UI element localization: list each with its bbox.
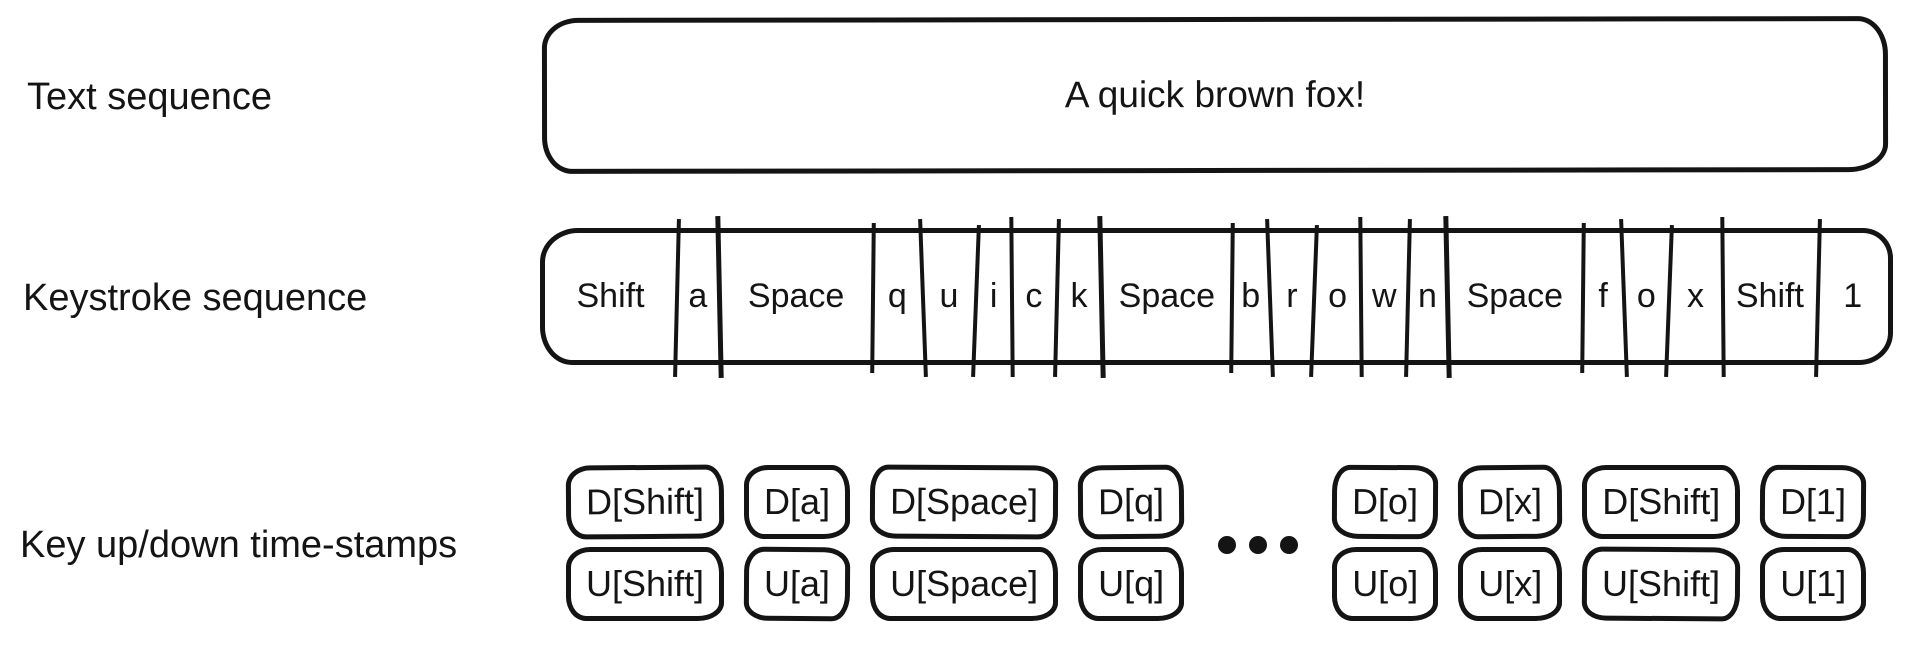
keyup-timestamp: U[q] — [1078, 547, 1185, 621]
keystroke-key-label: w — [1371, 277, 1397, 315]
timestamp-pair: D[1]U[1] — [1760, 464, 1867, 621]
keystroke-cell: Space — [1447, 222, 1586, 374]
timestamp-pair: D[a]U[a] — [743, 465, 851, 622]
dot — [1218, 536, 1237, 554]
keystroke-key-label: x — [1686, 277, 1704, 315]
keyup-timestamp: U[Shift] — [566, 547, 725, 621]
keystroke-key-label: b — [1241, 277, 1261, 315]
keystroke-cell: o — [1624, 224, 1674, 378]
keyup-timestamp: U[x] — [1458, 547, 1563, 621]
keydown-timestamp: D[o] — [1331, 464, 1439, 540]
keyup-timestamp: U[Space] — [870, 547, 1059, 621]
timestamp-pair: D[o]U[o] — [1331, 464, 1439, 621]
ellipsis-dots — [1218, 532, 1299, 554]
keystroke-cell: a — [676, 215, 724, 379]
keydown-timestamp: D[q] — [1077, 464, 1185, 540]
keystroke-cell: b — [1232, 218, 1275, 378]
keystroke-key-label: f — [1598, 277, 1608, 315]
keystroke-key-label: r — [1286, 277, 1298, 315]
keydown-timestamp: D[Space] — [869, 464, 1059, 540]
keystroke-key-label: q — [887, 277, 907, 315]
keystroke-key-label: n — [1417, 277, 1437, 315]
dot — [1280, 536, 1299, 554]
keystroke-cell: i — [976, 216, 1015, 378]
keystroke-cell: q — [873, 218, 928, 378]
timestamps-row: D[Shift]U[Shift]D[a]U[a]D[Space]U[Space]… — [565, 464, 1867, 622]
keystroke-key-label: Space — [747, 277, 845, 315]
keystroke-cell: k — [1056, 215, 1106, 379]
keystroke-key-label: Space — [1118, 277, 1216, 315]
text-sequence-box: A quick brown fox! — [541, 16, 1889, 174]
keystroke-cell: Space — [1102, 222, 1235, 374]
timestamp-pair: D[Shift]U[Shift] — [565, 464, 725, 621]
keyup-timestamp: U[1] — [1760, 547, 1867, 621]
timestamp-pair: D[Shift]U[Shift] — [1581, 465, 1741, 622]
keystroke-key-label: u — [939, 277, 959, 315]
timestamps-label: Key up/down time-stamps — [20, 524, 458, 566]
keystroke-cell: Space — [720, 222, 876, 374]
keydown-timestamp: D[Shift] — [1582, 465, 1741, 539]
keystroke-cell: x — [1669, 216, 1725, 378]
keystroke-cell: r — [1270, 224, 1320, 378]
keystroke-cell: w — [1361, 218, 1412, 378]
keystroke-key-label: c — [1025, 277, 1043, 315]
timestamp-pair: D[Space]U[Space] — [869, 464, 1059, 621]
keydown-timestamp: D[x] — [1457, 464, 1563, 540]
keystroke-key-label: Space — [1466, 277, 1563, 315]
keyup-timestamp: U[a] — [743, 546, 851, 622]
keystroke-key-label: a — [688, 277, 708, 315]
timestamp-pair: D[x]U[x] — [1457, 464, 1563, 621]
keystroke-cell: 1 — [1818, 233, 1888, 360]
keystroke-cell: c — [1012, 218, 1061, 378]
text-sequence-label: Text sequence — [27, 76, 273, 118]
keystroke-cell: Shift — [1722, 218, 1822, 378]
keystroke-key-label: o — [1636, 277, 1656, 315]
keystroke-cell: u — [922, 224, 981, 378]
keyup-timestamp: U[o] — [1332, 547, 1439, 621]
keystroke-key-label: k — [1070, 277, 1088, 315]
keystroke-key-label: Shift — [1735, 277, 1804, 315]
keydown-timestamp: D[Shift] — [565, 464, 725, 540]
keystroke-cell: Shift — [545, 218, 680, 378]
keystroke-key-label: Shift — [576, 277, 645, 315]
keystroke-cell: f — [1582, 218, 1629, 378]
keystroke-key-label: 1 — [1843, 277, 1863, 315]
keydown-timestamp: D[1] — [1760, 464, 1867, 540]
dot — [1249, 536, 1268, 554]
keystroke-cell: n — [1408, 215, 1451, 379]
keyup-timestamp: U[Shift] — [1581, 546, 1741, 622]
keystroke-key-label: i — [989, 277, 998, 315]
text-sequence-value: A quick brown fox! — [1064, 73, 1366, 116]
keystroke-sequence-label: Keystroke sequence — [23, 277, 368, 319]
keydown-timestamp: D[a] — [744, 465, 851, 539]
keystroke-key-label: o — [1328, 277, 1348, 315]
keystroke-cell: o — [1314, 216, 1364, 378]
timestamp-pair: D[q]U[q] — [1077, 464, 1185, 621]
